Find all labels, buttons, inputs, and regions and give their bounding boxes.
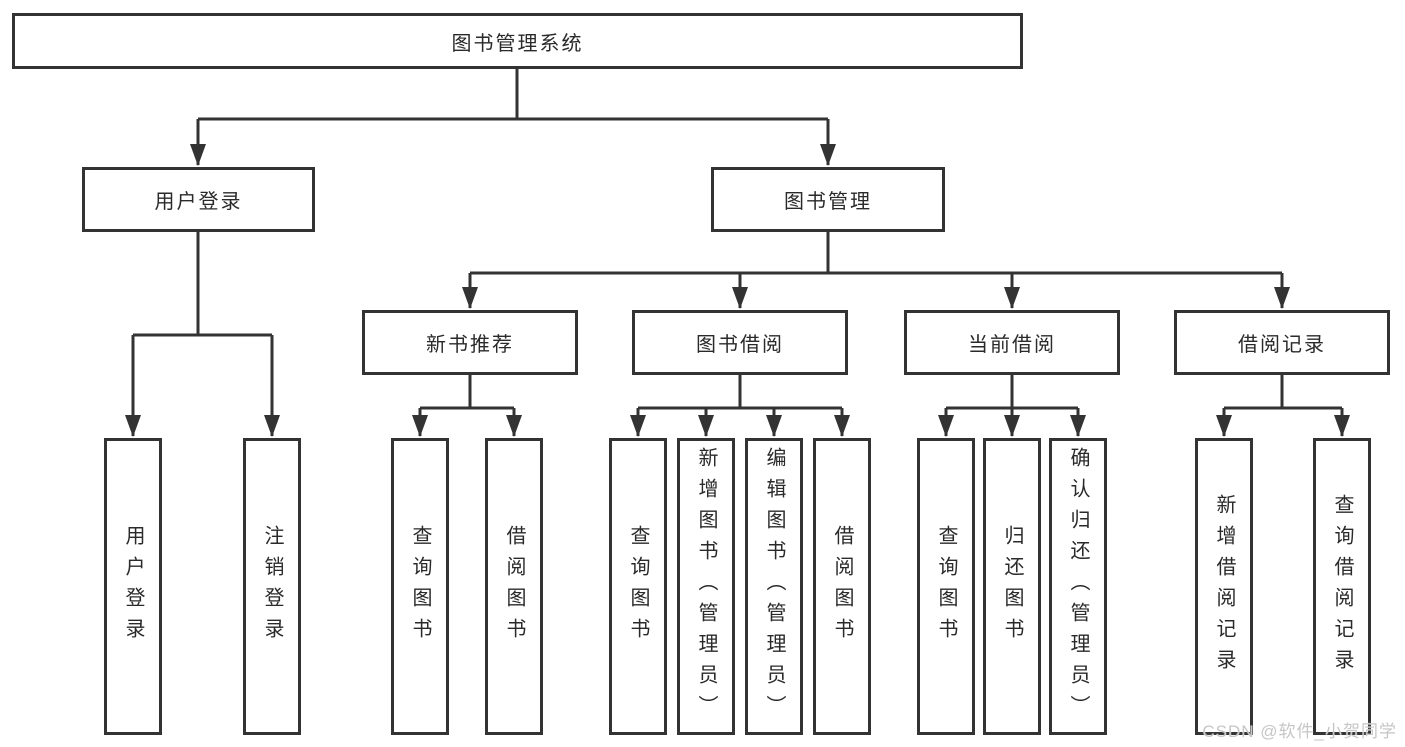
leaf-confirm-return-admin-label: 确认归还（管理员） — [1067, 447, 1089, 726]
leaf-edit-book-admin-label: 编辑图书（管理员） — [763, 447, 785, 726]
leaf-user-login: 用户登录 — [104, 438, 162, 735]
leaf-query-borrow-record: 查询借阅记录 — [1313, 438, 1371, 735]
leaf-add-book-admin-label: 新增图书（管理员） — [695, 447, 717, 726]
leaf-return-book-label: 归还图书 — [1001, 524, 1023, 649]
leaf-confirm-return-admin: 确认归还（管理员） — [1049, 438, 1107, 735]
node-book-management: 图书管理 — [711, 167, 945, 232]
node-library-management-system: 图书管理系统 — [12, 13, 1023, 69]
leaf-return-book: 归还图书 — [983, 438, 1041, 735]
leaf-add-book-admin: 新增图书（管理员） — [677, 438, 735, 735]
node-book-borrow: 图书借阅 — [632, 310, 848, 375]
leaf-query-books-borrow: 查询图书 — [609, 438, 667, 735]
node-new-book-recommend: 新书推荐 — [362, 310, 578, 375]
leaf-logout: 注销登录 — [243, 438, 301, 735]
leaf-edit-book-admin: 编辑图书（管理员） — [745, 438, 803, 735]
leaf-query-borrow-record-label: 查询借阅记录 — [1331, 493, 1353, 680]
leaf-borrow-books: 借阅图书 — [813, 438, 871, 735]
leaf-borrow-books-recommend-label: 借阅图书 — [503, 524, 525, 649]
node-current-borrow: 当前借阅 — [904, 310, 1120, 375]
leaf-query-books-recommend-label: 查询图书 — [409, 524, 431, 649]
leaf-add-borrow-record-label: 新增借阅记录 — [1213, 493, 1235, 680]
leaf-add-borrow-record: 新增借阅记录 — [1195, 438, 1253, 735]
csdn-watermark: CSDN @软件_小贺同学 — [1202, 722, 1397, 741]
leaf-logout-label: 注销登录 — [261, 524, 283, 649]
leaf-user-login-label: 用户登录 — [122, 524, 144, 649]
leaf-query-books-current-label: 查询图书 — [935, 524, 957, 649]
leaf-query-books-current: 查询图书 — [917, 438, 975, 735]
leaf-query-books-borrow-label: 查询图书 — [627, 524, 649, 649]
node-borrow-records: 借阅记录 — [1174, 310, 1390, 375]
leaf-borrow-books-label: 借阅图书 — [831, 524, 853, 649]
leaf-query-books-recommend: 查询图书 — [391, 438, 449, 735]
leaf-borrow-books-recommend: 借阅图书 — [485, 438, 543, 735]
node-user-login: 用户登录 — [82, 167, 315, 232]
